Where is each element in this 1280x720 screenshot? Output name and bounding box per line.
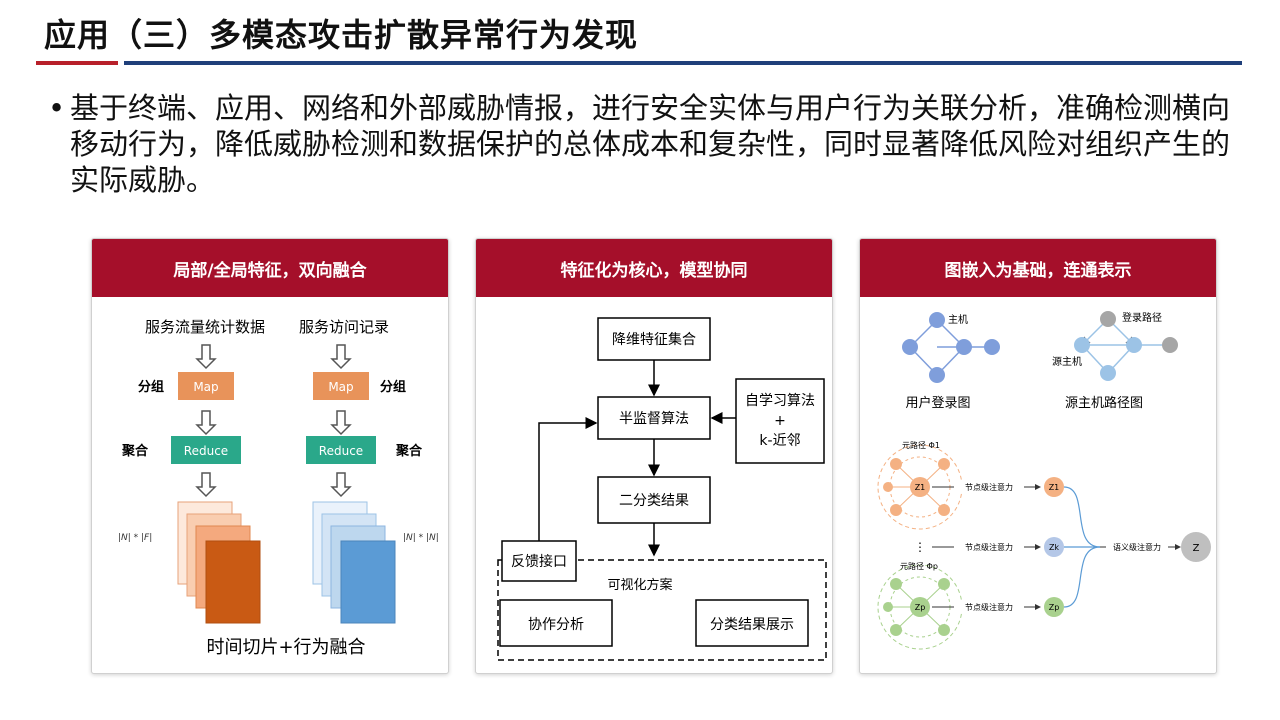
group-label-left: 分组 [138, 379, 164, 395]
panel-local-global-fusion: 局部/全局特征，双向融合 服务流量统计数据 服务访问记录 Map Map 分组 … [91, 238, 449, 674]
map-box-left [178, 372, 234, 400]
bullet-text: 基于终端、应用、网络和外部威胁情报，进行安全实体与用户行为关联分析，准确检测横向… [70, 91, 1231, 197]
zp-inner-label: Zp [915, 603, 926, 612]
box-self-learning-label1: 自学习算法 [745, 393, 815, 409]
user-login-graph [909, 319, 992, 376]
aggregate-label-left: 聚合 [121, 443, 149, 459]
zp-node [1044, 597, 1064, 617]
src-host-path-nodes [1074, 311, 1178, 381]
src-host-label: 源主机 [1052, 355, 1082, 368]
group-label-right: 分组 [380, 379, 406, 395]
box-result-display [695, 599, 809, 647]
semantic-attention-curves [1063, 486, 1101, 608]
panel-graph-embedding: 图嵌入为基础，连通表示 主机 用户登录图 [859, 238, 1217, 674]
panel-feature-model-collab: 特征化为核心，模型协同 降维特征集合 半监督算法 自学习算法 + k-近邻 二分… [475, 238, 833, 674]
box-collab-analysis-label: 协作分析 [528, 617, 584, 633]
box-semi-supervised [597, 396, 711, 440]
orange-slice-stack [177, 501, 261, 624]
bullet-dot-icon: • [48, 91, 66, 125]
page-title: 应用（三）多模态攻击扩散异常行为发现 [44, 16, 639, 54]
box-semi-supervised-label: 半监督算法 [619, 411, 689, 427]
z1-node [1044, 477, 1064, 497]
vis-scheme-area [497, 559, 827, 661]
map-box-right [313, 372, 369, 400]
z1-node-label: Z1 [1049, 483, 1060, 492]
aggregate-label-right: 聚合 [395, 443, 423, 459]
arrow-feedback-loop [538, 417, 598, 541]
box-self-learning-label3: k-近邻 [759, 433, 800, 449]
vis-scheme-label: 可视化方案 [607, 577, 672, 593]
node-attention-label-p: 节点级注意力 [965, 602, 1013, 612]
host-label: 主机 [948, 313, 968, 326]
left-source-label: 服务流量统计数据 [145, 318, 265, 336]
down-arrow-icon [195, 344, 352, 498]
blue-slice-stack [312, 501, 396, 624]
box-binary-result [597, 476, 711, 524]
zk-node-label: Zk [1049, 543, 1059, 552]
box-result-display-label: 分类结果展示 [710, 617, 794, 633]
reduce-label-right: Reduce [319, 444, 363, 458]
panel2-header: 特征化为核心，模型协同 [476, 239, 832, 297]
reduce-box-left [171, 436, 241, 464]
title-underline-blue [124, 61, 1242, 65]
panel2-diagram: 降维特征集合 半监督算法 自学习算法 + k-近邻 二分类结果 可视化方案 反馈… [497, 317, 827, 661]
metapath-p-label: 元路径 Φp [900, 561, 938, 571]
panel1-header: 局部/全局特征，双向融合 [92, 239, 448, 297]
dim-label-left: |N| * |F| [118, 533, 152, 543]
panel1-diagram: 服务流量统计数据 服务访问记录 Map Map 分组 分组 Reduce Red… [118, 318, 439, 658]
box-reduced-features [597, 317, 711, 361]
panel3-diagram: 主机 用户登录图 登录路径 源主机 源主机路径图 元路径 Φ1 Z1 [877, 311, 1211, 650]
box-collab-analysis [499, 599, 613, 647]
src-host-path-graph-label: 源主机路径图 [1065, 395, 1143, 411]
metapath-1-label: 元路径 Φ1 [902, 440, 940, 450]
vdots-left: ⋮ [914, 540, 926, 554]
box-self-learning-label2: + [774, 413, 786, 429]
login-path-label: 登录路径 [1122, 311, 1162, 324]
node-attention-label-1: 节点级注意力 [965, 482, 1013, 492]
box-self-learning [735, 378, 825, 464]
z-final-label: Z [1193, 543, 1200, 554]
box-feedback-label: 反馈接口 [511, 553, 567, 570]
box-reduced-features-label: 降维特征集合 [612, 331, 696, 348]
panel3-header: 图嵌入为基础，连通表示 [860, 239, 1216, 297]
reduce-box-right [306, 436, 376, 464]
box-binary-result-label: 二分类结果 [619, 493, 689, 509]
src-host-path-graph [1080, 318, 1170, 374]
map-label-right: Map [328, 380, 353, 394]
zk-node [1044, 537, 1064, 557]
right-source-label: 服务访问记录 [299, 318, 389, 336]
reduce-label-left: Reduce [184, 444, 228, 458]
bullet-paragraph: • 基于终端、应用、网络和外部威胁情报，进行安全实体与用户行为关联分析，准确检测… [48, 90, 1248, 198]
semantic-attention-label: 语义级注意力 [1113, 542, 1161, 552]
node-attention-label-k: 节点级注意力 [965, 542, 1013, 552]
map-label-left: Map [193, 380, 218, 394]
zp-node-label: Zp [1049, 603, 1060, 612]
panel1-footer: 时间切片+行为融合 [206, 637, 365, 658]
dim-label-right: |N| * |N| [403, 533, 439, 543]
title-underline-red [36, 61, 118, 65]
user-login-nodes [902, 312, 1000, 383]
z1-inner-label: Z1 [915, 483, 926, 492]
z-final-node [1181, 532, 1211, 562]
user-login-graph-label: 用户登录图 [905, 395, 970, 411]
